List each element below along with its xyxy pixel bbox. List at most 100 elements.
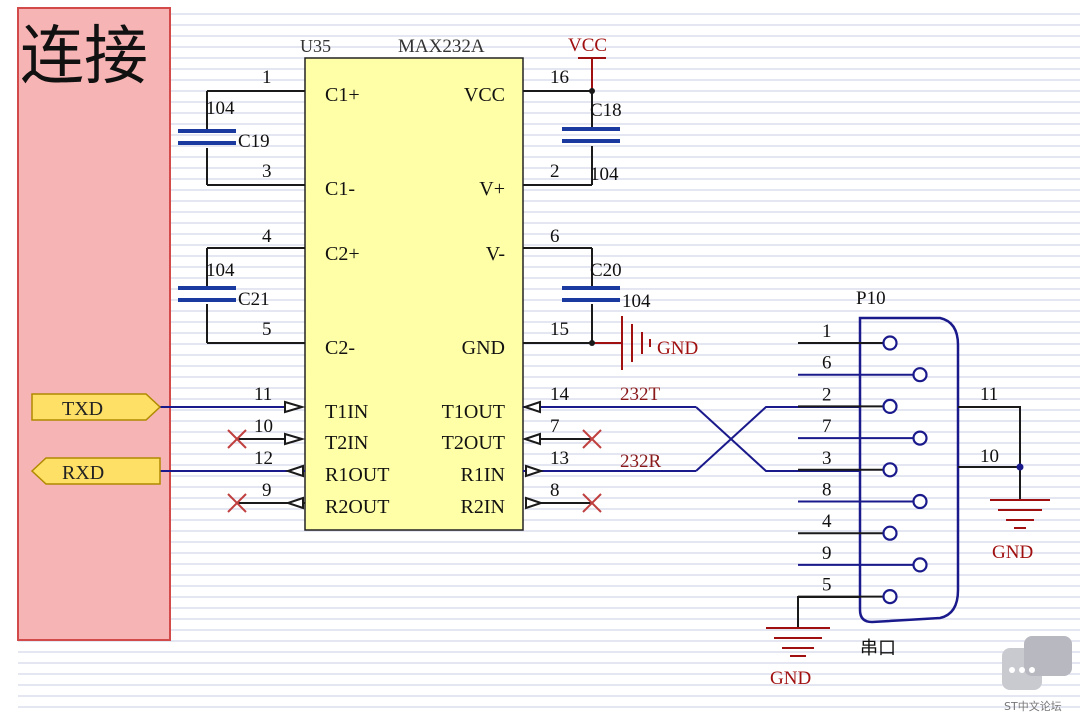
watermark-text: ST中文论坛 xyxy=(1004,699,1062,713)
t2out-arrow xyxy=(521,432,541,446)
pin-num-vminus: 6 xyxy=(550,226,560,247)
pin-num-r1in: 13 xyxy=(550,448,569,469)
gnd-symbol-right xyxy=(990,499,1050,529)
pin-num-t1in: 11 xyxy=(254,384,272,405)
connector-pin-number: 4 xyxy=(822,511,832,532)
connector-pin-socket xyxy=(912,430,928,446)
connector-pin-number: 1 xyxy=(822,321,832,342)
pin-name-vplus: V+ xyxy=(479,178,505,200)
connector-ref: P10 xyxy=(856,288,886,309)
pin-name-t2in: T2IN xyxy=(325,432,368,454)
pin-name-vminus: V- xyxy=(486,243,505,265)
connector-label: 串口 xyxy=(860,638,896,659)
r2out-arrow xyxy=(284,496,304,510)
cross-wire-t xyxy=(695,406,860,472)
pin-name-vcc: VCC xyxy=(464,84,505,106)
connector-pin-number: 5 xyxy=(822,575,832,596)
connector-pin-socket xyxy=(882,525,898,541)
pin-num-c1m: 3 xyxy=(262,161,272,182)
net-junction xyxy=(1016,463,1024,471)
net-11-label: 11 xyxy=(980,384,998,405)
ruled-background xyxy=(18,13,1080,708)
ic-gnd-junction xyxy=(589,340,595,346)
pin-name-c1m: C1- xyxy=(325,178,355,200)
no-connect-marks xyxy=(227,429,602,513)
vcc-symbol: VCC xyxy=(568,35,607,94)
capacitor-c19: 104 C19 xyxy=(178,91,270,185)
connector-pin-number: 8 xyxy=(822,480,832,501)
rxd-label: RXD xyxy=(62,462,104,484)
pin-num-gnd: 15 xyxy=(550,319,569,340)
txd-port-shape xyxy=(31,393,162,421)
r1out-arrow xyxy=(284,464,304,478)
pin-num-r2in: 8 xyxy=(550,480,560,501)
net-label-232t: 232T xyxy=(620,384,661,405)
connector-pin-socket xyxy=(882,462,898,478)
ic-body xyxy=(304,57,524,531)
pin-name-r1in: R1IN xyxy=(461,464,505,486)
nc-r2in-b xyxy=(582,493,602,513)
max232-chip: U35 MAX232A C1+ C1- C2+ C2- T1IN T2IN R1… xyxy=(300,36,524,531)
pin-name-r2out: R2OUT xyxy=(325,496,389,518)
c18-value: 104 xyxy=(590,164,619,185)
connector-shell xyxy=(858,316,960,624)
net-10-label: 10 xyxy=(980,446,999,467)
c21-ref: C21 xyxy=(238,289,270,310)
pin-name-t1out: T1OUT xyxy=(442,401,505,423)
connector-pin-socket xyxy=(882,335,898,351)
c19-ref: C19 xyxy=(238,131,270,152)
gnd-bottom-label: GND xyxy=(770,668,811,689)
r1in-arrow xyxy=(525,464,545,478)
pin-num-r1out: 12 xyxy=(254,448,273,469)
connector-pin-socket xyxy=(912,493,928,510)
pin5-gnd-wire xyxy=(797,596,860,628)
pin-name-r1out: R1OUT xyxy=(325,464,389,486)
c19-value: 104 xyxy=(206,98,235,119)
ic-ref: U35 xyxy=(300,36,331,56)
t2in-arrow xyxy=(284,432,306,446)
right-gnd-nets: 11 10 GND xyxy=(958,384,1050,563)
capacitor-c20: C20 104 xyxy=(562,248,651,343)
capacitor-c18: C18 104 xyxy=(562,91,622,185)
pin-name-gnd: GND xyxy=(462,337,505,359)
vcc-label: VCC xyxy=(568,35,607,56)
right-pin-leads xyxy=(523,90,592,344)
c18-ref: C18 xyxy=(590,100,622,121)
watermark: ST中文论坛 xyxy=(1002,636,1072,713)
pin-num-c2p: 4 xyxy=(262,226,272,247)
r2in-arrow xyxy=(525,496,545,510)
left-pin-numbers: 1 3 4 5 11 10 12 9 xyxy=(254,67,273,501)
ic-gnd-symbol xyxy=(592,316,651,370)
gnd-symbol-bottom xyxy=(766,627,830,657)
pin-num-r2out: 9 xyxy=(262,480,272,501)
t1out-arrow xyxy=(521,400,541,414)
connector-pin-number: 6 xyxy=(822,353,832,374)
connector-pin-number: 3 xyxy=(822,448,832,469)
pin-num-t1out: 14 xyxy=(550,384,570,405)
bubble-dot-2 xyxy=(1019,667,1025,673)
c20-ref: C20 xyxy=(590,260,622,281)
capacitor-c21: 104 C21 xyxy=(178,248,270,343)
rxd-port-shape xyxy=(30,457,161,485)
banner-box xyxy=(17,7,171,641)
nc-t2in-b xyxy=(227,429,247,449)
ic-gnd-label: GND xyxy=(657,338,698,359)
pin-num-c1p: 1 xyxy=(262,67,272,88)
pin5-gnd: GND xyxy=(766,596,860,689)
nc-r2out-b xyxy=(227,493,247,513)
gnd-right-label: GND xyxy=(992,542,1033,563)
title-banner: 连接 xyxy=(17,7,171,641)
pin-name-t1in: T1IN xyxy=(325,401,368,423)
txd-label: TXD xyxy=(62,398,103,420)
pin-num-vcc: 16 xyxy=(550,67,569,88)
connector-pin-socket xyxy=(882,398,898,414)
connector-pin-socket xyxy=(882,588,898,605)
chat-bubble-front-icon xyxy=(1024,636,1072,676)
right-pin-numbers: 16 2 6 15 14 7 13 8 xyxy=(550,67,570,501)
t1in-arrow xyxy=(284,400,306,414)
c21-value: 104 xyxy=(206,260,235,281)
net-label-232r: 232R xyxy=(620,451,662,472)
